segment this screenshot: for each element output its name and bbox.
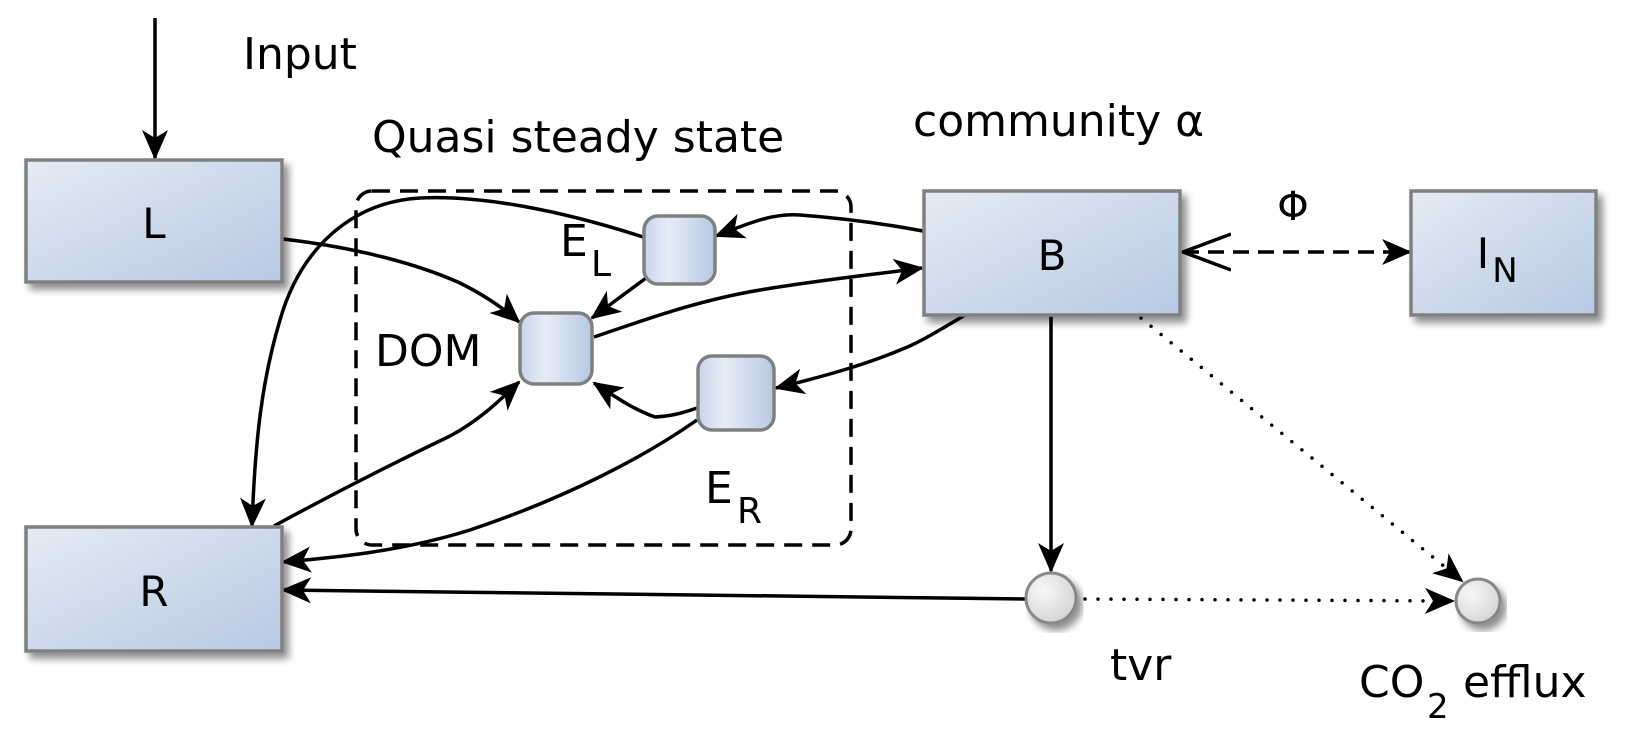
phi-label: Φ (1277, 184, 1308, 230)
edge-tvr-to-co2 (1083, 587, 1455, 614)
co2-label-rest: efflux (1449, 657, 1587, 708)
edge-tvr-to-R (281, 577, 1026, 604)
co2-label: CO (1359, 657, 1424, 708)
pool-L-label: L (142, 199, 166, 248)
pool-IN[interactable]: I N (1409, 189, 1598, 317)
pool-ER[interactable] (696, 354, 776, 432)
pool-L[interactable]: L (24, 158, 284, 284)
pool-B-label: B (1038, 231, 1067, 280)
quasi-steady-state-label: Quasi steady state (372, 112, 784, 163)
edge-B-to-ER (774, 313, 966, 395)
edge-L-to-DOM (282, 237, 521, 324)
er-label-subscript: R (737, 491, 762, 532)
edge-R-to-DOM (273, 380, 521, 528)
node-co2-efflux[interactable] (1454, 577, 1502, 625)
community-label: community α (913, 96, 1204, 147)
el-label-subscript: L (591, 244, 611, 285)
dom-label: DOM (375, 326, 481, 377)
edge-DOM-to-B (593, 258, 924, 339)
pool-R-label: R (139, 567, 168, 616)
er-label: E (705, 463, 733, 514)
node-tvr[interactable] (1024, 571, 1078, 625)
edge-EL-to-R (239, 195, 644, 528)
tvr-label: tvr (1110, 640, 1172, 691)
edge-B-to-EL (714, 213, 924, 239)
input-label: Input (243, 29, 357, 80)
pool-EL[interactable] (642, 214, 717, 286)
edge-ER-to-DOM (592, 381, 698, 419)
pool-IN-subscript: N (1492, 251, 1517, 291)
edge-B-to-co2 (1139, 316, 1464, 583)
pool-B[interactable]: B (922, 189, 1182, 317)
co2-label-subscript: 2 (1427, 687, 1449, 727)
pool-IN-label: I (1477, 229, 1489, 278)
pool-R[interactable]: R (24, 525, 284, 653)
el-label: E (560, 216, 588, 267)
pool-DOM[interactable] (518, 311, 594, 386)
edge-ER-to-R (281, 418, 699, 573)
edge-EL-to-DOM (590, 276, 648, 320)
